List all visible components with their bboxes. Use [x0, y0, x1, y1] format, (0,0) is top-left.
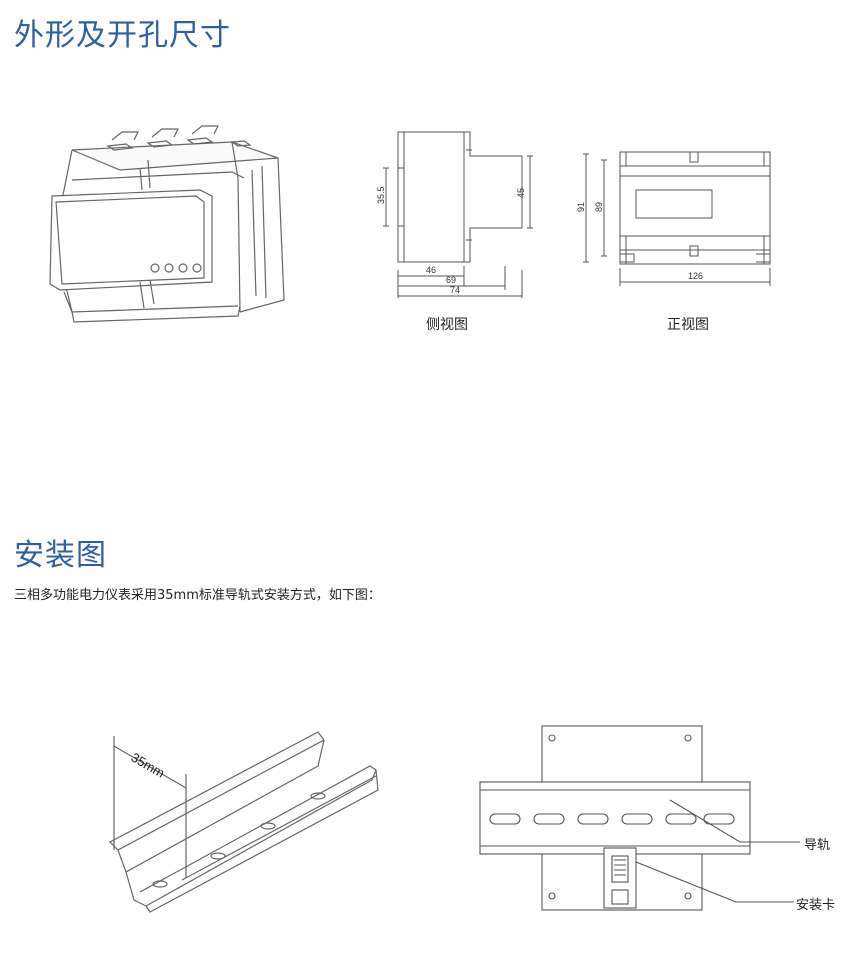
- side-dim-74: 74: [450, 285, 460, 295]
- installation-description: 三相多功能电力仪表采用35mm标准导轨式安装方式，如下图：: [14, 588, 381, 603]
- device-3d-drawing: [49, 125, 285, 323]
- rail-width-label: 35mm: [129, 750, 168, 781]
- side-dim-69: 69: [446, 275, 456, 285]
- rail-label: 导轨: [804, 838, 831, 853]
- front-dim-89: 89: [594, 202, 604, 212]
- side-dim-45: 45: [516, 188, 526, 198]
- side-view-caption: 侧视图: [426, 317, 468, 333]
- section-title-dimensions: 外形及开孔尺寸: [14, 18, 231, 53]
- din-rail-drawing: [109, 731, 379, 913]
- clip-label: 安装卡: [796, 898, 836, 913]
- side-dim-46: 46: [426, 265, 436, 275]
- side-dim-35-5: 35.5: [376, 186, 386, 204]
- side-view-drawing: [383, 131, 533, 298]
- front-dim-126: 126: [688, 271, 703, 281]
- section-title-installation: 安装图: [14, 538, 107, 573]
- front-view-caption: 正视图: [667, 317, 709, 333]
- installed-view-drawing: [479, 725, 800, 911]
- front-view-drawing: [583, 151, 771, 286]
- front-dim-91: 91: [576, 202, 586, 212]
